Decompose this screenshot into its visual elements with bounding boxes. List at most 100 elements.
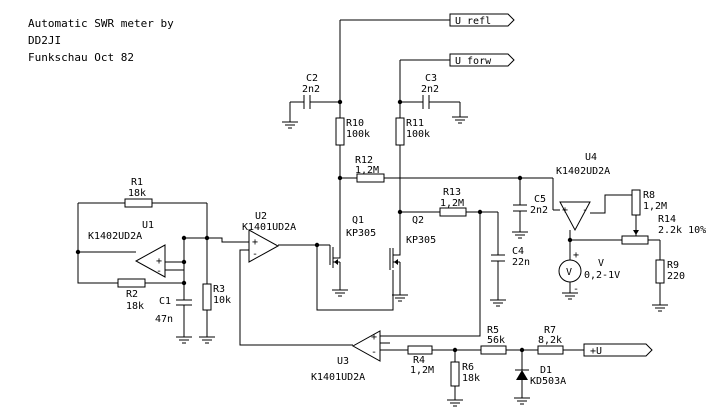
svg-text:2n2: 2n2 bbox=[421, 84, 439, 95]
svg-text:100k: 100k bbox=[346, 129, 370, 140]
svg-text:V: V bbox=[566, 267, 572, 278]
title-block: Automatic SWR meter by DD2JI Funkschau O… bbox=[28, 17, 174, 64]
svg-text:2n2: 2n2 bbox=[302, 84, 320, 95]
svg-text:R7: R7 bbox=[544, 325, 556, 336]
ground-d1 bbox=[514, 397, 530, 405]
svg-text:U2: U2 bbox=[255, 211, 267, 222]
svg-text:+: + bbox=[156, 256, 162, 267]
capacitor-c3: C3 2n2 bbox=[421, 73, 439, 109]
resistor-r11: R11 100k bbox=[395, 117, 430, 146]
svg-text:18k: 18k bbox=[128, 188, 146, 199]
title-line-1: Automatic SWR meter by bbox=[28, 17, 174, 30]
transistor-q1: Q1 KP305 bbox=[329, 215, 376, 270]
port-supply: +U bbox=[583, 343, 653, 357]
resistor-r2: R2 18k bbox=[117, 278, 146, 312]
ground-meter bbox=[562, 292, 578, 300]
diode-d1: D1 KD503A bbox=[515, 365, 566, 387]
svg-text:18k: 18k bbox=[462, 373, 480, 384]
svg-text:R11: R11 bbox=[406, 118, 424, 129]
ground-c5 bbox=[512, 231, 528, 239]
capacitor-c2: C2 2n2 bbox=[302, 73, 320, 109]
svg-text:-: - bbox=[252, 249, 258, 260]
svg-text:+: + bbox=[573, 250, 579, 261]
port-u-refl: U refl bbox=[449, 13, 515, 27]
svg-text:U refl: U refl bbox=[455, 16, 491, 27]
svg-text:C5: C5 bbox=[534, 194, 546, 205]
title-line-3: Funkschau Oct 82 bbox=[28, 51, 134, 64]
svg-text:1,2M: 1,2M bbox=[643, 201, 667, 212]
svg-text:Q1: Q1 bbox=[352, 215, 364, 226]
svg-text:47n: 47n bbox=[155, 314, 173, 325]
svg-text:8,2k: 8,2k bbox=[538, 335, 562, 346]
ground-r3 bbox=[199, 336, 215, 344]
ground-c3 bbox=[452, 116, 468, 124]
svg-text:R13: R13 bbox=[443, 187, 461, 198]
svg-text:V: V bbox=[598, 258, 604, 269]
ground-q1 bbox=[332, 289, 348, 297]
svg-text:2n2: 2n2 bbox=[530, 205, 548, 216]
opamp-u3: + - U3 K1401UD2A bbox=[311, 330, 381, 383]
ground-c1 bbox=[176, 336, 192, 344]
svg-text:K1401UD2A: K1401UD2A bbox=[311, 372, 365, 383]
svg-text:-: - bbox=[573, 284, 579, 295]
port-u-forw: U forw bbox=[449, 53, 515, 67]
svg-text:1,2M: 1,2M bbox=[440, 198, 464, 209]
junctions bbox=[75, 99, 573, 353]
resistor-r4: R4 1,2M bbox=[407, 345, 434, 376]
svg-text:0,2-1V: 0,2-1V bbox=[584, 270, 620, 281]
svg-text:KD503A: KD503A bbox=[530, 376, 566, 387]
opamp-u4: + - U4 K1402UD2A bbox=[556, 152, 610, 232]
ground-r6 bbox=[447, 399, 463, 407]
svg-text:U3: U3 bbox=[337, 356, 349, 367]
resistor-r7: R7 8,2k bbox=[537, 325, 564, 355]
wires bbox=[77, 19, 661, 400]
svg-text:22n: 22n bbox=[512, 257, 530, 268]
potentiometer-r14: R14 2.2k 10% bbox=[621, 214, 706, 245]
svg-text:1,2M: 1,2M bbox=[355, 165, 379, 176]
svg-text:R6: R6 bbox=[462, 362, 474, 373]
svg-text:R2: R2 bbox=[126, 289, 138, 300]
svg-text:-: - bbox=[582, 205, 588, 216]
svg-text:-: - bbox=[371, 347, 377, 358]
svg-text:+: + bbox=[562, 205, 568, 216]
opamp-u1: + - U1 K1402UD2A bbox=[88, 220, 166, 278]
svg-text:1,2M: 1,2M bbox=[410, 365, 434, 376]
resistor-r3: R3 10k bbox=[202, 283, 231, 311]
svg-text:U4: U4 bbox=[585, 152, 597, 163]
svg-text:220: 220 bbox=[667, 271, 685, 282]
svg-text:U1: U1 bbox=[142, 220, 154, 231]
svg-text:R4: R4 bbox=[413, 355, 425, 366]
svg-text:Q2: Q2 bbox=[412, 215, 424, 226]
title-line-2: DD2JI bbox=[28, 34, 61, 47]
svg-text:+: + bbox=[252, 237, 258, 248]
svg-text:K1401UD2A: K1401UD2A bbox=[242, 222, 296, 233]
capacitor-c1: C1 47n bbox=[155, 296, 192, 325]
svg-text:K1402UD2A: K1402UD2A bbox=[556, 166, 610, 177]
opamp-u2: + - U2 K1401UD2A bbox=[242, 211, 296, 263]
resistor-r13: R13 1,2M bbox=[439, 187, 467, 217]
svg-text:-: - bbox=[156, 266, 162, 277]
svg-text:R5: R5 bbox=[487, 325, 499, 336]
svg-text:R1: R1 bbox=[131, 177, 143, 188]
transistor-q2: Q2 KP305 bbox=[389, 215, 436, 270]
svg-text:R12: R12 bbox=[355, 155, 373, 166]
svg-text:100k: 100k bbox=[406, 129, 430, 140]
resistor-r6: R6 18k bbox=[450, 361, 480, 387]
svg-text:56k: 56k bbox=[487, 335, 505, 346]
resistor-r10: R10 100k bbox=[335, 117, 370, 146]
svg-text:R8: R8 bbox=[643, 190, 655, 201]
svg-text:+U: +U bbox=[590, 346, 602, 357]
ground-c2 bbox=[282, 121, 298, 129]
svg-text:K1402UD2A: K1402UD2A bbox=[88, 231, 142, 242]
ground-r9 bbox=[652, 304, 668, 312]
svg-text:D1: D1 bbox=[540, 365, 552, 376]
resistor-r8: R8 1,2M bbox=[631, 189, 667, 216]
svg-text:10k: 10k bbox=[213, 295, 231, 306]
svg-text:2.2k 10%: 2.2k 10% bbox=[658, 225, 706, 236]
svg-text:+: + bbox=[371, 332, 377, 343]
voltmeter: V + - V 0,2-1V bbox=[558, 250, 620, 295]
svg-text:KP305: KP305 bbox=[406, 235, 436, 246]
svg-text:KP305: KP305 bbox=[346, 228, 376, 239]
resistor-r12: R12 1,2M bbox=[355, 155, 385, 183]
